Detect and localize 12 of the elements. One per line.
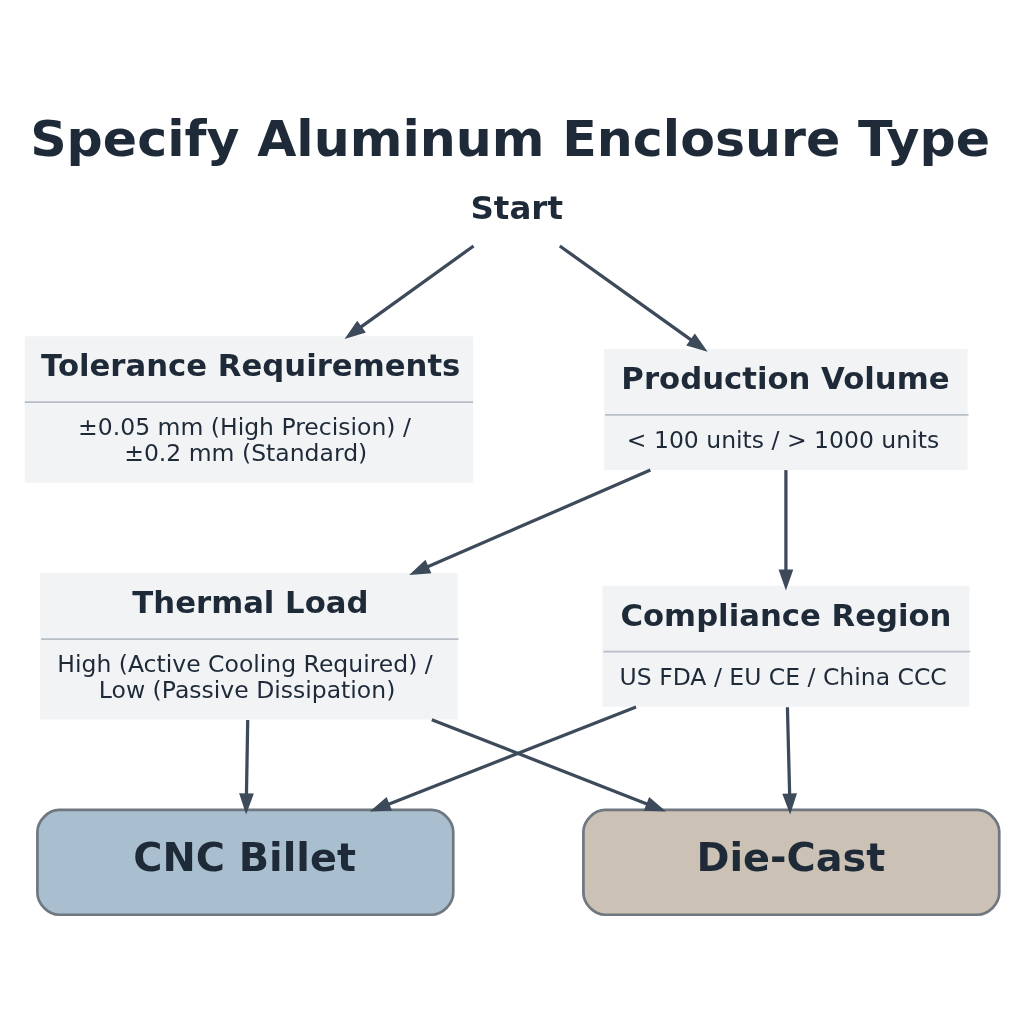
diagram-title: Specify Aluminum Enclosure Type [30,108,991,168]
arrow [558,244,708,352]
arrow [782,706,797,814]
arrow [239,719,254,814]
arrow [778,469,794,591]
arrow [431,717,667,811]
arrow [409,468,652,575]
arrow [369,704,637,812]
node-box: CNC Billet [36,808,455,916]
arrow [344,244,475,339]
node-box: Die-Cast [582,808,1001,916]
node-text: Start [470,188,563,227]
